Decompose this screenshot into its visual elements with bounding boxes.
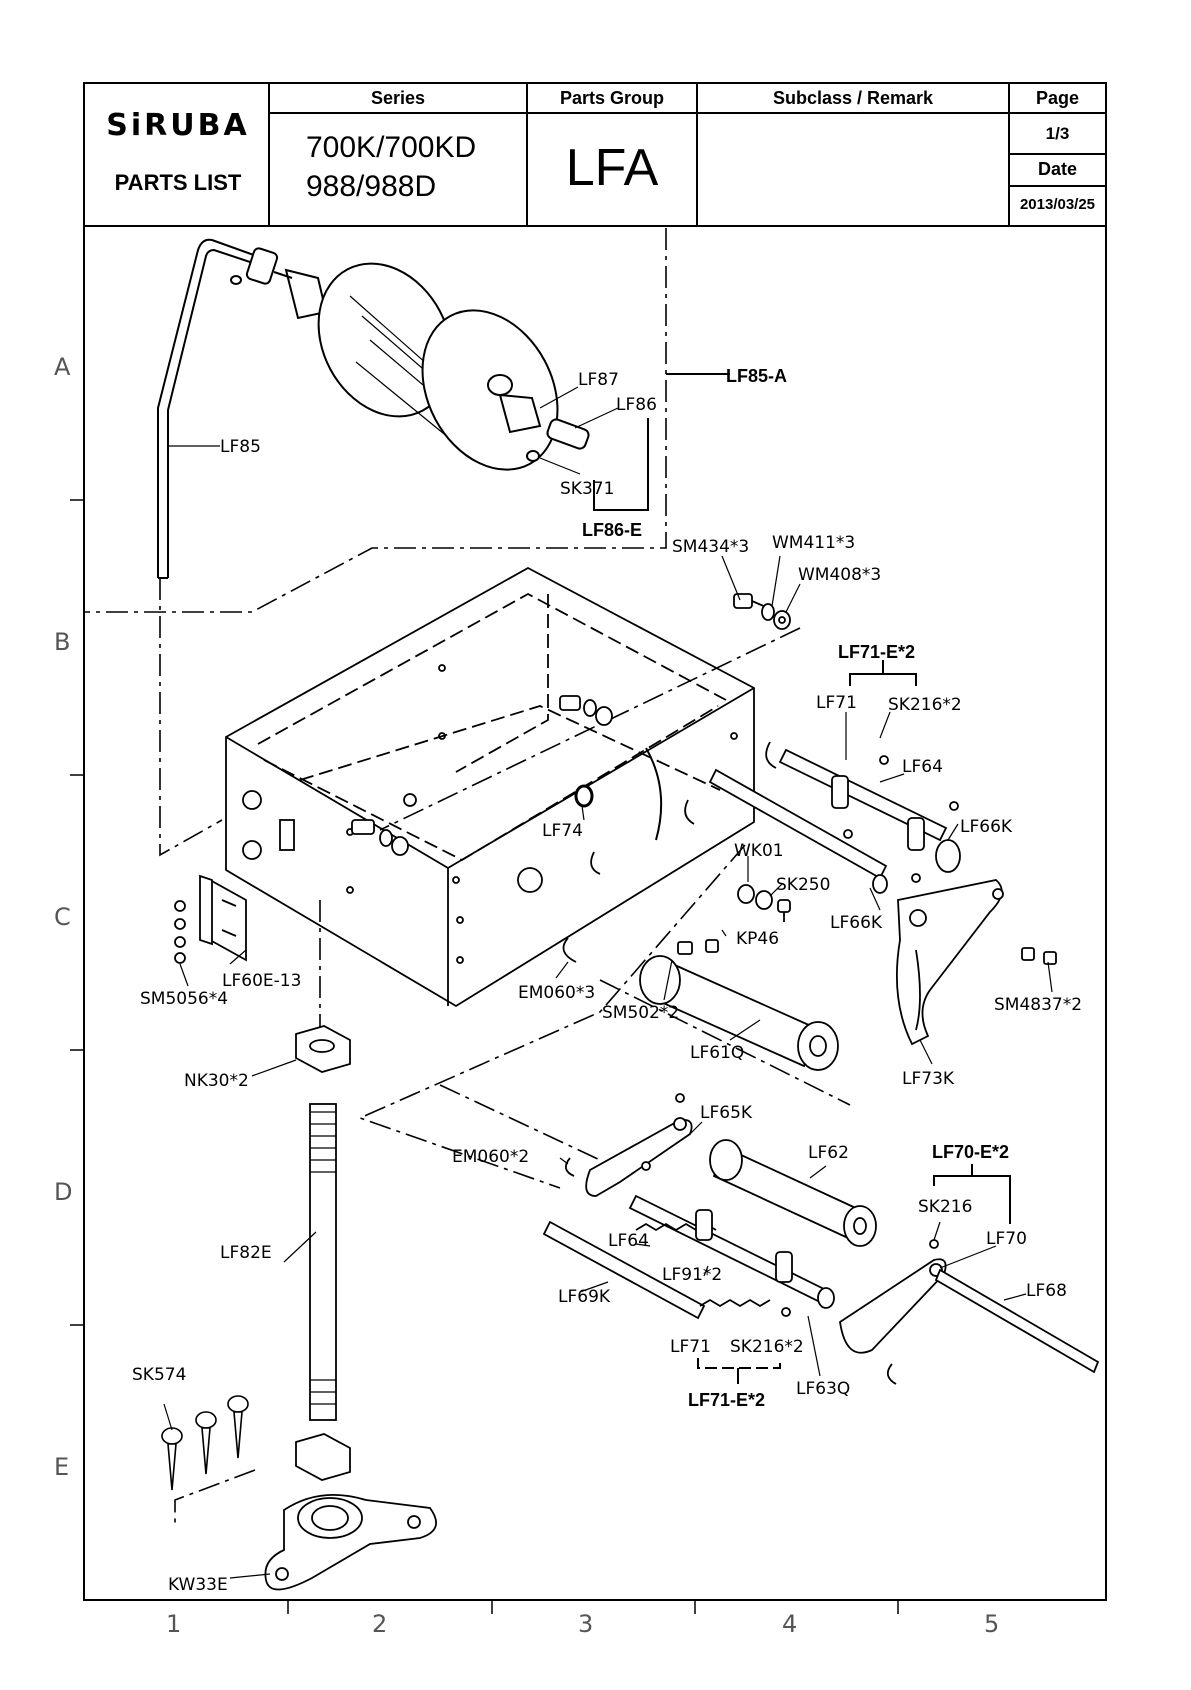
zone-row-a: A [54, 353, 71, 381]
subclass-header: Subclass / Remark [772, 88, 934, 108]
part-labels: LF87 LF86 LF85-A LF85 SK371 LF86-E SM434… [132, 366, 1082, 1595]
label-lf85a: LF85-A [726, 366, 787, 386]
leaders-top [168, 373, 730, 511]
zone-row-e: E [54, 1453, 69, 1481]
label-sm5056: SM5056*4 [140, 989, 228, 1009]
series-line-1: 700K/700KD [306, 131, 477, 164]
label-lf60e: LF60E-13 [222, 971, 301, 991]
screw-washers-top [351, 593, 791, 856]
label-lf61q: LF61Q [690, 1043, 744, 1063]
label-lf87: LF87 [578, 370, 619, 390]
zone-row-b: B [54, 628, 70, 656]
label-lf65k: LF65K [700, 1103, 753, 1123]
label-lf82e: LF82E [220, 1243, 272, 1263]
lf73k-bracket [896, 879, 1057, 1046]
label-lf86: LF86 [616, 395, 657, 415]
page-header: Page [1035, 88, 1080, 108]
zone-col-3: 3 [578, 1610, 593, 1638]
label-sm434: SM434*3 [672, 537, 749, 557]
label-lf69k: LF69K [558, 1287, 611, 1307]
lower-mechanism [542, 1093, 1100, 1385]
label-sk216-bot: SK216*2 [730, 1337, 804, 1357]
header-grid [84, 83, 1106, 227]
label-lf63q: LF63Q [796, 1379, 850, 1399]
label-lf64-bot: LF64 [608, 1231, 649, 1251]
label-lf71-bot: LF71 [670, 1337, 711, 1357]
date-header: Date [1037, 159, 1077, 179]
label-sm502: SM502*2 [602, 1003, 679, 1023]
washer-group [737, 884, 791, 922]
zone-col-5: 5 [984, 1610, 999, 1638]
label-lf91: LF91*2 [662, 1265, 722, 1285]
lf60e-hinge [174, 874, 247, 964]
label-wm408: WM408*3 [798, 565, 881, 585]
label-lf71e-bot: LF71-E*2 [688, 1390, 765, 1410]
label-lf70: LF70 [986, 1229, 1027, 1249]
label-kp46: KP46 [736, 929, 779, 949]
label-sk250: SK250 [776, 875, 830, 895]
frame-box [225, 566, 755, 1008]
parts-group-value: LFA [565, 139, 659, 197]
label-lf74: LF74 [542, 821, 583, 841]
group-outlines [84, 228, 851, 1528]
label-lf86e: LF86-E [582, 520, 642, 540]
label-lf68: LF68 [1026, 1281, 1067, 1301]
label-sk371: SK371 [560, 479, 614, 499]
thread-spool [317, 262, 590, 471]
label-wm411: WM411*3 [772, 533, 855, 553]
parts-group-header: Parts Group [559, 88, 665, 108]
zone-col-4: 4 [782, 1610, 797, 1638]
label-sm4837: SM4837*2 [994, 995, 1082, 1015]
label-lf85: LF85 [220, 437, 261, 457]
zone-row-c: C [54, 903, 71, 931]
label-em060-2: EM060*2 [452, 1147, 529, 1167]
label-lf70e: LF70-E*2 [932, 1142, 1009, 1162]
date-value: 2013/03/25 [1019, 196, 1096, 213]
series-line-2: 988/988D [306, 170, 437, 203]
zone-row-d: D [54, 1178, 72, 1206]
label-lf66k-top: LF66K [960, 817, 1013, 837]
label-sk216-top: SK216*2 [888, 695, 962, 715]
outer-frame [83, 82, 1107, 1601]
label-lf62: LF62 [808, 1143, 849, 1163]
upper-shaft-assembly [562, 741, 961, 963]
label-lf64-top: LF64 [902, 757, 943, 777]
label-lf71-top: LF71 [816, 693, 857, 713]
brand-logo: SiRUBA [106, 108, 250, 143]
label-wk01: WK01 [734, 841, 784, 861]
label-lf71e-top: LF71-E*2 [838, 642, 915, 662]
zone-markers: A B C D E 1 2 3 4 5 [54, 353, 999, 1638]
spool-holder [230, 247, 328, 320]
label-sk574: SK574 [132, 1365, 186, 1385]
zone-col-1: 1 [166, 1610, 181, 1638]
stand-rod-assembly [264, 1025, 437, 1591]
doc-type-title: PARTS LIST [114, 170, 242, 195]
label-nk30: NK30*2 [184, 1071, 249, 1091]
series-header: Series [370, 88, 426, 108]
label-em060-3: EM060*3 [518, 983, 595, 1003]
label-lf73k: LF73K [902, 1069, 955, 1089]
leaders-bottom [163, 555, 1053, 1579]
label-kw33e: KW33E [168, 1575, 228, 1595]
zone-col-2: 2 [372, 1610, 387, 1638]
thread-stand-rod [157, 238, 263, 579]
page-value: 1/3 [1045, 124, 1070, 143]
label-lf66k-mid: LF66K [830, 913, 883, 933]
zone-ticks [70, 499, 899, 1614]
sk574-screws [161, 1395, 249, 1491]
label-sk216-single: SK216 [918, 1197, 972, 1217]
